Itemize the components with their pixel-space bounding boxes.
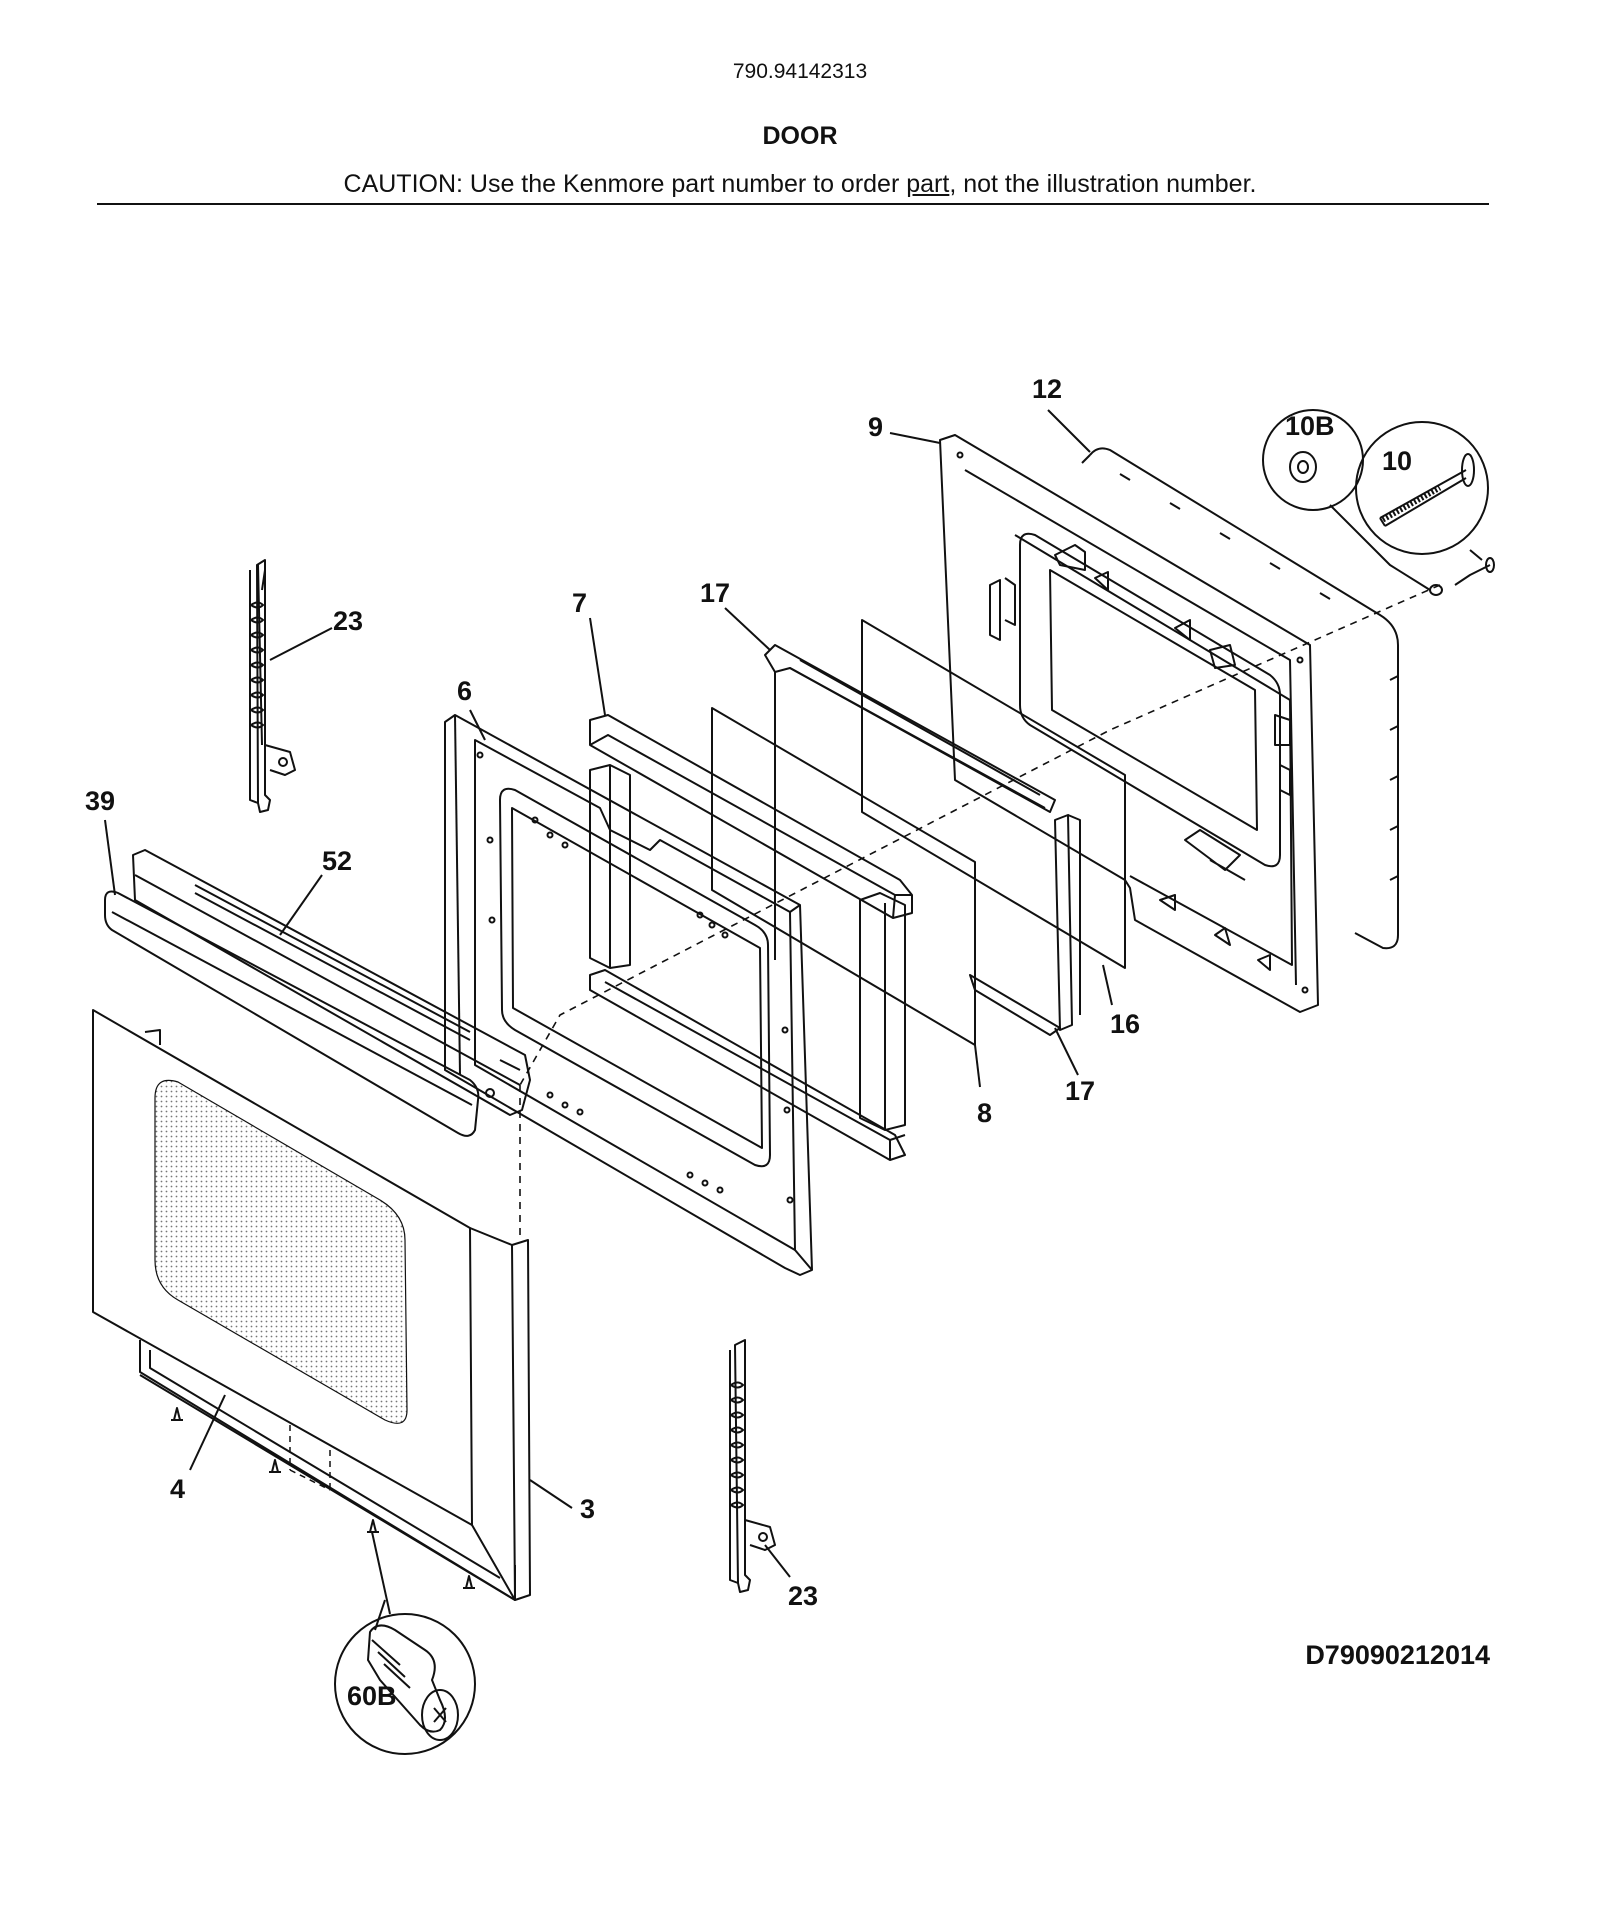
leader-17-bottom: [1054, 1027, 1079, 1076]
inner-window-glass-part-16: [861, 619, 1126, 969]
screw-detail-part-60b: [334, 1599, 476, 1755]
hinge-part-23-top: [249, 559, 296, 813]
leader-7: [589, 617, 606, 716]
diagram-code: D79090212014: [1305, 1640, 1490, 1670]
callout-3: 3: [580, 1494, 595, 1524]
leader-39: [104, 819, 116, 896]
door-insulation-part-7: [589, 714, 913, 1161]
glass-retainer-part-17-top: [764, 644, 1056, 960]
leader-9: [889, 432, 941, 444]
door-frame-part-6: [444, 714, 813, 1276]
leader-16: [1102, 964, 1113, 1006]
middle-glass-part-8: [711, 707, 976, 1046]
callout-17-top: 17: [700, 578, 730, 608]
callout-9: 9: [868, 412, 883, 442]
callout-16: 16: [1110, 1009, 1140, 1039]
callout-23-bottom: 23: [788, 1581, 818, 1611]
callout-23-top: 23: [333, 606, 363, 636]
diagram-header: 790.94142313 DOOR CAUTION: Use the Kenmo…: [0, 0, 1600, 210]
callout-60b: 60B: [347, 1681, 397, 1711]
assembly-axis-line: [519, 584, 1441, 1086]
caution-text: CAUTION: Use the Kenmore part number to …: [343, 170, 907, 198]
glass-retainer-part-17-bottom: [969, 814, 1081, 1036]
model-number: 790.94142313: [732, 60, 868, 83]
leader-8: [974, 1044, 981, 1088]
callout-8: 8: [977, 1098, 992, 1128]
leader-17-top: [724, 607, 771, 651]
callout-6: 6: [457, 676, 472, 706]
callout-10b: 10B: [1285, 411, 1335, 441]
leader-23-top: [269, 627, 333, 661]
caution-note: CAUTION: Use the Kenmore part number to …: [0, 170, 1600, 199]
leader-52: [279, 874, 323, 936]
callout-12: 12: [1032, 374, 1062, 404]
handle-part-39-52: [104, 849, 531, 1137]
caution-part-link[interactable]: part: [906, 170, 950, 198]
leader-4: [189, 1394, 226, 1471]
outer-door-panel-part-3: [92, 1009, 531, 1601]
leader-3: [529, 1479, 573, 1509]
screw-detail-part-10: [1355, 421, 1495, 586]
screws-part-60b: [171, 1407, 475, 1589]
callout-17-bottom: 17: [1065, 1076, 1095, 1106]
header-divider: [97, 203, 1489, 205]
callout-10: 10: [1382, 446, 1412, 476]
door-gasket-part-12: [1081, 447, 1399, 950]
callout-7: 7: [572, 588, 587, 618]
hinge-part-23-bottom: [729, 1339, 776, 1593]
inner-door-panel-part-9: [939, 434, 1319, 1013]
section-title: DOOR: [762, 122, 838, 150]
callout-4: 4: [170, 1474, 185, 1504]
leader-60b: [371, 1531, 391, 1615]
leader-23-bottom: [764, 1544, 791, 1578]
callout-39: 39: [85, 786, 115, 816]
leader-12: [1047, 409, 1091, 453]
leader-6: [469, 709, 486, 741]
callout-52: 52: [322, 846, 352, 876]
window-screen-print: [154, 1079, 408, 1424]
caution-text-end: , not the illustration number.: [949, 170, 1257, 198]
